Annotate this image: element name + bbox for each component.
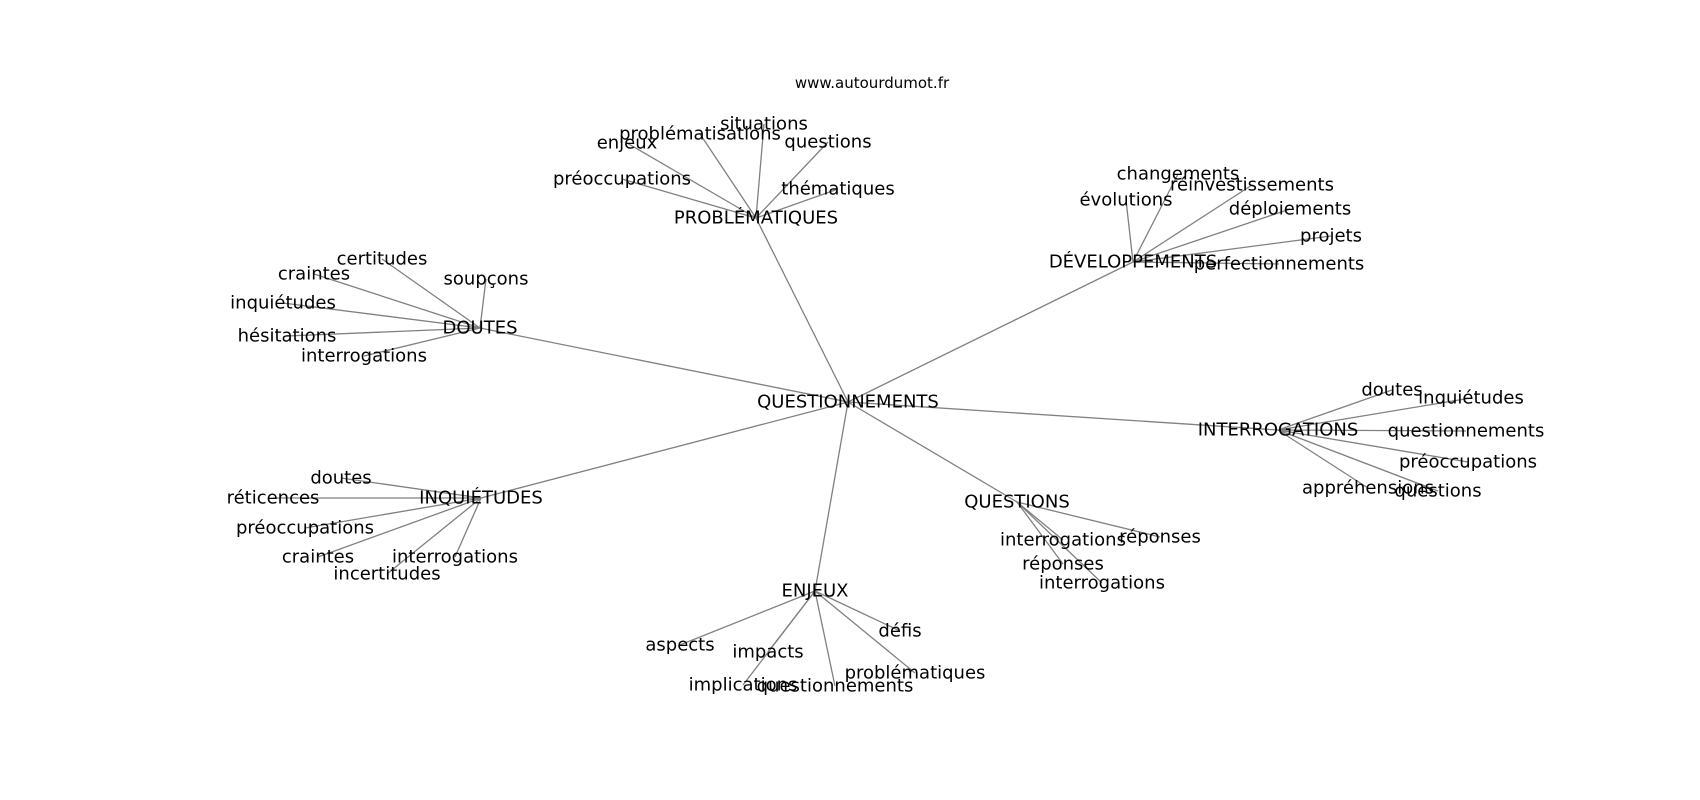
edge-cluster-to-leaf (286, 327, 481, 337)
edge-cluster-to-leaf (1125, 199, 1134, 263)
leaf-node-label: évolutions (1079, 190, 1172, 211)
leaf-node-label: craintes (278, 264, 350, 285)
edge-cluster-to-leaf (755, 188, 839, 219)
leaf-node-label: questions (1394, 481, 1481, 502)
leaf-node-label: défis (878, 621, 921, 642)
leaf-node-label: réponses (1022, 554, 1104, 575)
cluster-node-label: PROBLÉMATIQUES (674, 207, 838, 229)
edge-cluster-to-leaf (621, 178, 757, 219)
edge-cluster-to-leaf (1277, 429, 1467, 432)
leaf-node-label: interrogations (392, 547, 518, 568)
edge-center-to-cluster (847, 401, 1279, 431)
edge-cluster-to-leaf (1277, 429, 1369, 489)
edge-center-to-cluster (847, 261, 1134, 403)
leaf-node-label: appréhensions (1302, 478, 1434, 499)
edge-cluster-to-leaf (1016, 501, 1103, 584)
edge-cluster-to-leaf (1132, 235, 1332, 263)
leaf-node-label: inquiétudes (230, 293, 336, 314)
leaf-node-label: implications (689, 675, 798, 696)
edge-cluster-to-leaf (313, 273, 481, 329)
leaf-node-label: craintes (282, 547, 354, 568)
edge-cluster-to-leaf (814, 590, 916, 674)
edge-cluster-to-leaf (755, 141, 829, 219)
leaf-node-label: interrogations (1039, 573, 1165, 594)
edge-cluster-to-leaf (1277, 429, 1469, 463)
edge-cluster-to-leaf (479, 278, 487, 329)
leaf-node-label: hésitations (238, 326, 337, 347)
leaf-node-label: problématiques (845, 663, 986, 684)
leaf-node-label: changements (1117, 164, 1240, 185)
edge-cluster-to-leaf (1132, 208, 1291, 263)
center-node-label: QUESTIONNEMENTS (757, 392, 939, 413)
edge-cluster-to-leaf (1277, 389, 1393, 431)
leaf-node-label: réinvestissements (1170, 175, 1334, 196)
edge-cluster-to-leaf (1132, 184, 1253, 263)
cluster-node-label: ENJEUX (781, 581, 848, 602)
leaf-node-label: enjeux (597, 133, 658, 154)
leaf-node-label: questionnements (1388, 421, 1545, 442)
edge-cluster-to-leaf (1277, 397, 1472, 431)
graph-edges (273, 123, 1472, 687)
edge-cluster-to-leaf (679, 590, 816, 646)
leaf-node-label: questionnements (757, 676, 914, 697)
leaf-node-label: déploiements (1229, 199, 1351, 220)
leaf-node-label: questions (784, 132, 871, 153)
edge-center-to-cluster (755, 217, 849, 403)
leaf-node-label: impacts (732, 642, 803, 663)
edge-cluster-to-leaf (814, 590, 901, 632)
leaf-node-label: projets (1300, 226, 1362, 247)
edge-cluster-to-leaf (304, 497, 482, 529)
leaf-node-label: préoccupations (553, 169, 691, 190)
graph-labels: www.autourdumot.fr QUESTIONNEMENTS PROBLÉ… (227, 74, 1545, 697)
edge-cluster-to-leaf (1132, 261, 1280, 265)
leaf-node-label: doutes (310, 468, 371, 489)
leaf-node-label: doutes (1361, 380, 1422, 401)
edge-center-to-cluster (847, 401, 1018, 503)
leaf-node-label: réticences (227, 488, 320, 509)
edge-center-to-cluster (479, 327, 849, 403)
cluster-node-label: DOUTES (443, 318, 518, 339)
edge-cluster-to-leaf (282, 302, 481, 329)
leaf-node-label: certitudes (337, 249, 428, 270)
edge-cluster-to-leaf (340, 477, 482, 499)
leaf-node-label: interrogations (1000, 530, 1126, 551)
edge-cluster-to-leaf (317, 497, 482, 558)
edge-cluster-to-leaf (626, 142, 757, 219)
edge-cluster-to-leaf (755, 123, 765, 219)
leaf-node-label: incertitudes (333, 564, 440, 585)
leaf-node-label: réponses (1119, 527, 1201, 548)
edge-cluster-to-leaf (363, 327, 481, 357)
cluster-node-label: INTERROGATIONS (1198, 420, 1359, 441)
edge-center-to-cluster (814, 401, 849, 592)
edge-cluster-to-leaf (814, 590, 836, 687)
edge-cluster-to-leaf (1016, 501, 1064, 541)
edge-cluster-to-leaf (1016, 501, 1064, 565)
leaf-node-label: préoccupations (1399, 452, 1537, 473)
leaf-node-label: préoccupations (236, 518, 374, 539)
leaf-node-label: problématisations (619, 124, 781, 145)
edge-cluster-to-leaf (699, 133, 757, 219)
edge-cluster-to-leaf (454, 497, 482, 558)
cluster-node-label: DÉVELOPPEMENTS (1049, 251, 1217, 273)
edge-cluster-to-leaf (381, 258, 481, 329)
cluster-node-label: INQUIÉTUDES (419, 487, 543, 509)
source-url: www.autourdumot.fr (795, 74, 950, 92)
leaf-node-label: aspects (645, 635, 714, 656)
edge-cluster-to-leaf (742, 590, 816, 686)
leaf-node-label: thématiques (781, 179, 894, 200)
edge-cluster-to-leaf (1016, 501, 1161, 538)
leaf-node-label: interrogations (301, 346, 427, 367)
leaf-node-label: soupçons (444, 269, 529, 290)
leaf-node-label: perfectionnements (1194, 254, 1365, 275)
cluster-node-label: QUESTIONS (964, 492, 1070, 513)
edge-cluster-to-leaf (386, 497, 482, 575)
edge-cluster-to-leaf (1277, 429, 1439, 492)
edge-center-to-cluster (480, 401, 849, 499)
leaf-node-label: situations (720, 114, 808, 135)
leaf-node-label: inquiétudes (1418, 388, 1524, 409)
edge-cluster-to-leaf (1132, 173, 1179, 263)
